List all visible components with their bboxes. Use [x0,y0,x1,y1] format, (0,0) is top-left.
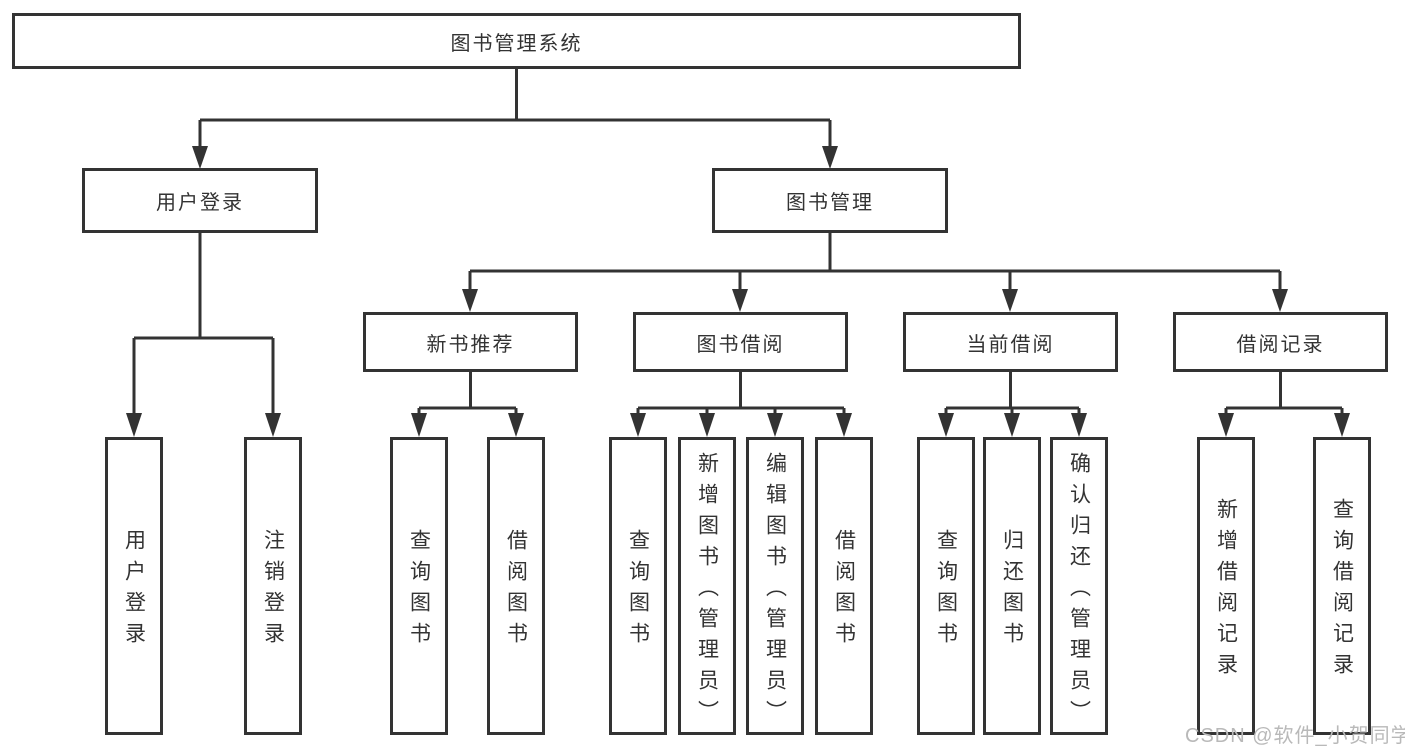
node-label: 借阅记录 [1236,333,1325,356]
connector-book-management [462,232,1288,312]
leaf-user-login: 用户登录 [105,437,163,735]
node-label: 用户登录 [156,192,244,214]
node-label: 新增图书（管理员） [695,451,719,731]
arrowhead-icon [192,146,208,169]
node-label: 查询图书 [407,529,431,653]
connector-borrow-records [1218,372,1350,437]
node-book-borrow: 图书借阅 [633,312,848,372]
arrowhead-icon [938,413,954,437]
leaf-logout: 注销登录 [244,437,302,735]
node-label: 借阅图书 [832,529,856,653]
connector-book-borrow [630,372,852,437]
leaf-query-books-current: 查询图书 [917,437,975,735]
arrowhead-icon [1004,413,1020,437]
arrowhead-icon [1002,289,1018,312]
node-label: 查询图书 [934,529,958,653]
leaf-edit-book-admin: 编辑图书（管理员） [746,437,804,735]
node-label: 借阅图书 [504,529,528,653]
leaf-borrow-books: 借阅图书 [815,437,873,735]
leaf-return-book: 归还图书 [983,437,1041,735]
node-label: 注销登录 [261,529,285,653]
leaf-borrow-books-recommend: 借阅图书 [487,437,545,735]
arrowhead-icon [767,413,783,437]
node-label: 编辑图书（管理员） [763,451,787,731]
arrowhead-icon [699,413,715,437]
node-label: 当前借阅 [966,333,1055,356]
connector-new-book-recommend [411,372,524,437]
leaf-confirm-return-admin: 确认归还（管理员） [1050,437,1108,735]
node-label: 图书管理系统 [450,32,583,55]
node-label: 图书管理 [786,192,874,214]
arrowhead-icon [836,413,852,437]
arrowhead-icon [1218,413,1234,437]
node-borrow-records: 借阅记录 [1173,312,1388,372]
leaf-query-borrow-record: 查询借阅记录 [1313,437,1371,735]
connector-current-borrow [938,372,1087,437]
node-system-root: 图书管理系统 [12,13,1021,69]
arrowhead-icon [126,413,142,437]
node-label: 新书推荐 [426,333,515,356]
csdn-watermark: CSDN @软件_小贺同学 [1185,725,1405,747]
node-user-login: 用户登录 [82,168,318,233]
node-current-borrow: 当前借阅 [903,312,1118,372]
arrowhead-icon [1272,289,1288,312]
arrowhead-icon [1071,413,1087,437]
node-label: 新增借阅记录 [1214,498,1238,684]
arrowhead-icon [1334,413,1350,437]
node-label: 查询借阅记录 [1330,498,1354,684]
leaf-query-books-recommend: 查询图书 [390,437,448,735]
leaf-query-books-borrow: 查询图书 [609,437,667,735]
leaf-add-book-admin: 新增图书（管理员） [678,437,736,735]
leaf-add-borrow-record: 新增借阅记录 [1197,437,1255,735]
node-label: 查询图书 [626,529,650,653]
connector-user-login [126,232,281,437]
arrowhead-icon [508,413,524,437]
arrowhead-icon [822,146,838,169]
connector-root [192,68,838,169]
arrowhead-icon [265,413,281,437]
arrowhead-icon [462,289,478,312]
arrowhead-icon [411,413,427,437]
arrowhead-icon [732,289,748,312]
node-book-management: 图书管理 [712,168,948,233]
node-label: 用户登录 [122,529,146,653]
node-label: 图书借阅 [696,333,785,356]
arrowhead-icon [630,413,646,437]
node-label: 确认归还（管理员） [1067,451,1091,731]
node-new-book-recommend: 新书推荐 [363,312,578,372]
node-label: 归还图书 [1000,529,1024,653]
